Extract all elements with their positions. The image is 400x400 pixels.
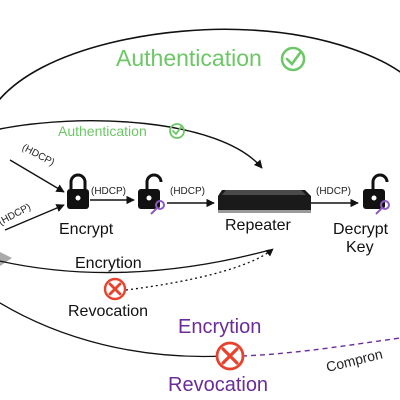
repeater-label: Repeater	[225, 217, 291, 234]
hdcp-label-2: (HDCP)	[170, 186, 205, 197]
revocation-label-small: Revocation	[68, 303, 149, 320]
encrypt-label: Encrypt	[59, 221, 114, 238]
outer-authentication-arc	[0, 28, 400, 101]
decrypt-key-label: Key	[346, 239, 374, 256]
diagram-title: Authentication	[116, 45, 262, 71]
inner-authentication-label: Authentication	[58, 123, 147, 139]
hdcp-label-3: (HDCP)	[316, 186, 351, 197]
encryption-arc-small	[0, 249, 271, 274]
incoming-arrow-bottom	[4, 204, 65, 231]
lock-icon	[67, 173, 89, 209]
revocation-arc-large	[241, 337, 400, 357]
x-circle-icon	[103, 277, 127, 301]
x-circle-icon	[215, 341, 245, 371]
check-circle-icon	[280, 46, 306, 72]
inner-authentication-arc	[0, 120, 263, 169]
encryption-label-large: Encrytion	[178, 316, 262, 338]
unlocked-key-icon	[363, 173, 390, 215]
outer-lower-arc	[0, 302, 226, 358]
unlocked-key-icon	[138, 173, 165, 215]
encryption-label-small: Encrytion	[75, 255, 142, 272]
decrypt-label: Decrypt	[333, 221, 389, 238]
hdcp-label-1: (HDCP)	[91, 186, 126, 197]
repeater-box-icon	[218, 190, 311, 213]
revocation-arc-small	[125, 248, 274, 291]
check-circle-icon	[169, 123, 185, 139]
revocation-label-large: Revocation	[168, 374, 269, 396]
left-edge-shape	[0, 252, 12, 266]
incoming-arrow-top	[9, 159, 65, 193]
